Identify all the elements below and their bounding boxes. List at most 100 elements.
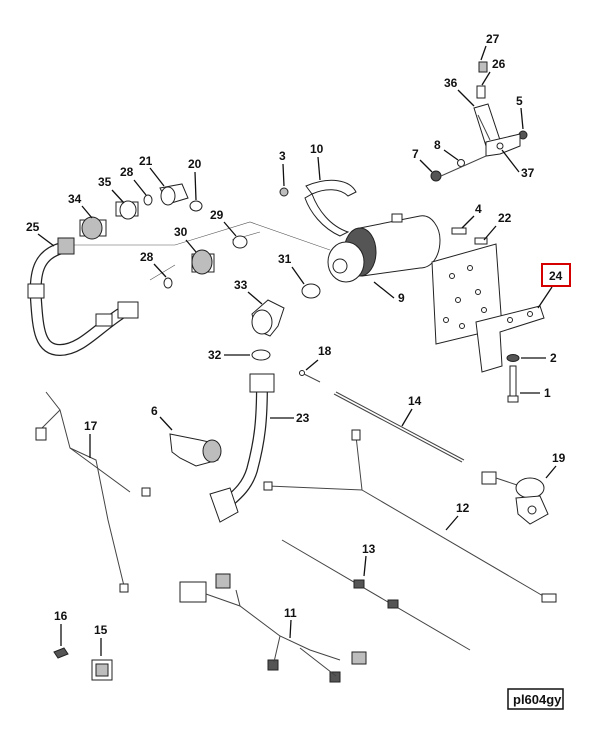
svg-text:30: 30 <box>174 225 188 239</box>
callout-32[interactable]: 32 <box>208 348 250 362</box>
part-strap-10 <box>304 179 357 237</box>
callout-7[interactable]: 7 <box>412 147 433 173</box>
callout-17[interactable]: 17 <box>84 419 98 458</box>
callout-35[interactable]: 35 <box>98 175 125 204</box>
callout-14[interactable]: 14 <box>401 394 422 427</box>
callout-15[interactable]: 15 <box>94 623 108 656</box>
svg-text:3: 3 <box>279 149 286 163</box>
svg-text:35: 35 <box>98 175 112 189</box>
callout-29[interactable]: 29 <box>210 208 237 237</box>
callout-9[interactable]: 9 <box>373 281 405 305</box>
part-motor-9 <box>327 213 441 283</box>
callout-24[interactable]: 24 <box>537 263 571 309</box>
callout-31[interactable]: 31 <box>278 252 305 285</box>
part-washer-8 <box>457 159 465 167</box>
part-fitting-30 <box>191 249 215 275</box>
part-washer-2 <box>506 354 520 362</box>
callout-28a[interactable]: 28 <box>120 165 147 196</box>
callout-12[interactable]: 12 <box>445 501 470 531</box>
part-wire-13 <box>281 539 471 651</box>
part-oring-32 <box>251 349 271 361</box>
svg-text:12: 12 <box>456 501 470 515</box>
part-clip-16 <box>53 647 69 659</box>
svg-text:5: 5 <box>516 94 523 108</box>
callout-20[interactable]: 20 <box>188 157 202 201</box>
callout-36[interactable]: 36 <box>444 76 475 107</box>
drawing-id-label: pl604gy <box>507 688 564 710</box>
callout-21[interactable]: 21 <box>139 154 165 187</box>
callout-1[interactable]: 1 <box>520 386 551 400</box>
callout-28b[interactable]: 28 <box>140 250 167 278</box>
svg-text:25: 25 <box>26 220 40 234</box>
part-fitting-34 <box>79 216 107 240</box>
callout-19[interactable]: 19 <box>545 451 566 479</box>
svg-text:15: 15 <box>94 623 108 637</box>
svg-text:19: 19 <box>552 451 566 465</box>
part-bolt-3 <box>279 187 289 197</box>
callout-16[interactable]: 16 <box>54 609 68 646</box>
svg-text:1: 1 <box>544 386 551 400</box>
svg-text:27: 27 <box>486 32 500 46</box>
svg-text:7: 7 <box>412 147 419 161</box>
svg-text:6: 6 <box>151 404 158 418</box>
svg-text:32: 32 <box>208 348 222 362</box>
svg-text:18: 18 <box>318 344 332 358</box>
callout-22[interactable]: 22 <box>483 211 512 241</box>
callout-3[interactable]: 3 <box>279 149 286 187</box>
part-harness-11 <box>179 573 367 683</box>
svg-text:33: 33 <box>234 278 248 292</box>
callout-2[interactable]: 2 <box>521 351 557 365</box>
part-oring-28a <box>143 194 153 206</box>
callout-27[interactable]: 27 <box>480 32 500 61</box>
part-elbow-6 <box>169 433 222 467</box>
svg-text:24: 24 <box>549 269 563 283</box>
callout-13[interactable]: 13 <box>362 542 376 577</box>
callout-18[interactable]: 18 <box>305 344 332 371</box>
svg-text:20: 20 <box>188 157 202 171</box>
callout-5[interactable]: 5 <box>516 94 524 130</box>
part-hose-23 <box>209 373 275 523</box>
callout-30[interactable]: 30 <box>174 225 197 253</box>
svg-text:28: 28 <box>120 165 134 179</box>
part-connector-19 <box>481 471 549 525</box>
callout-34[interactable]: 34 <box>68 192 93 219</box>
callout-4[interactable]: 4 <box>461 202 482 229</box>
part-hose-25 <box>27 237 139 356</box>
svg-text:14: 14 <box>408 394 422 408</box>
svg-text:4: 4 <box>475 202 482 216</box>
svg-text:9: 9 <box>398 291 405 305</box>
part-bolts-4 <box>451 227 488 245</box>
svg-text:29: 29 <box>210 208 224 222</box>
part-oring-28b <box>163 277 173 289</box>
callout-10[interactable]: 10 <box>310 142 324 181</box>
callout-23[interactable]: 23 <box>270 411 310 425</box>
part-rod-14 <box>333 391 465 463</box>
callout-25[interactable]: 25 <box>26 220 55 247</box>
callout-37[interactable]: 37 <box>501 149 535 180</box>
callout-11[interactable]: 11 <box>284 606 297 639</box>
svg-text:28: 28 <box>140 250 154 264</box>
svg-text:36: 36 <box>444 76 458 90</box>
drawing-id-text: pl604gy <box>513 692 562 707</box>
svg-text:37: 37 <box>521 166 535 180</box>
svg-text:8: 8 <box>434 138 441 152</box>
part-nut-7 <box>430 155 487 182</box>
callout-6[interactable]: 6 <box>151 404 173 431</box>
svg-text:16: 16 <box>54 609 68 623</box>
svg-text:26: 26 <box>492 57 506 71</box>
callout-33[interactable]: 33 <box>234 278 263 305</box>
part-bolt-1 <box>507 365 519 403</box>
part-oring-29 <box>232 235 248 249</box>
part-harness-17 <box>35 391 151 593</box>
part-fitting-20 <box>189 200 203 212</box>
part-oring-31 <box>301 283 321 299</box>
part-harness-12 <box>263 429 557 603</box>
highlight-box <box>541 263 571 287</box>
callout-26[interactable]: 26 <box>481 57 506 86</box>
part-pin-18 <box>299 370 321 383</box>
svg-text:10: 10 <box>310 142 324 156</box>
callout-8[interactable]: 8 <box>434 138 459 161</box>
part-pin-assembly <box>473 61 501 147</box>
svg-text:21: 21 <box>139 154 153 168</box>
